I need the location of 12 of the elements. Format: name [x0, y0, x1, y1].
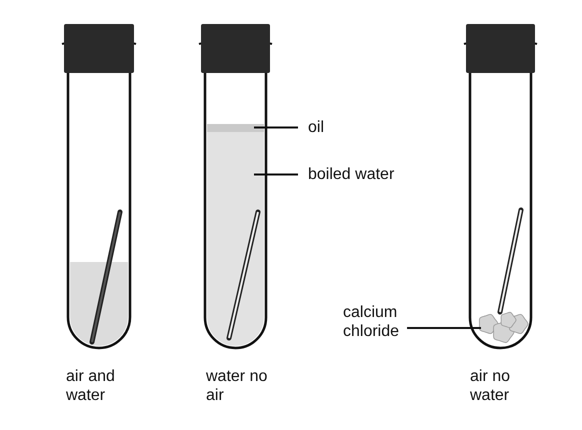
tube-caption: air no water: [470, 367, 512, 405]
part-label: boiled water: [308, 165, 438, 184]
oil-layer: [207, 124, 264, 132]
calcium-chloride-lumps: [478, 312, 528, 343]
leader-line: [254, 174, 298, 176]
part-label: calcium chloride: [343, 303, 428, 341]
tube-caption: water no air: [206, 367, 268, 405]
leader-line: [407, 327, 481, 329]
water-fill: [207, 132, 264, 346]
leader-line: [254, 126, 298, 128]
part-label: oil: [308, 118, 368, 137]
tube-caption: air and water: [66, 367, 116, 405]
